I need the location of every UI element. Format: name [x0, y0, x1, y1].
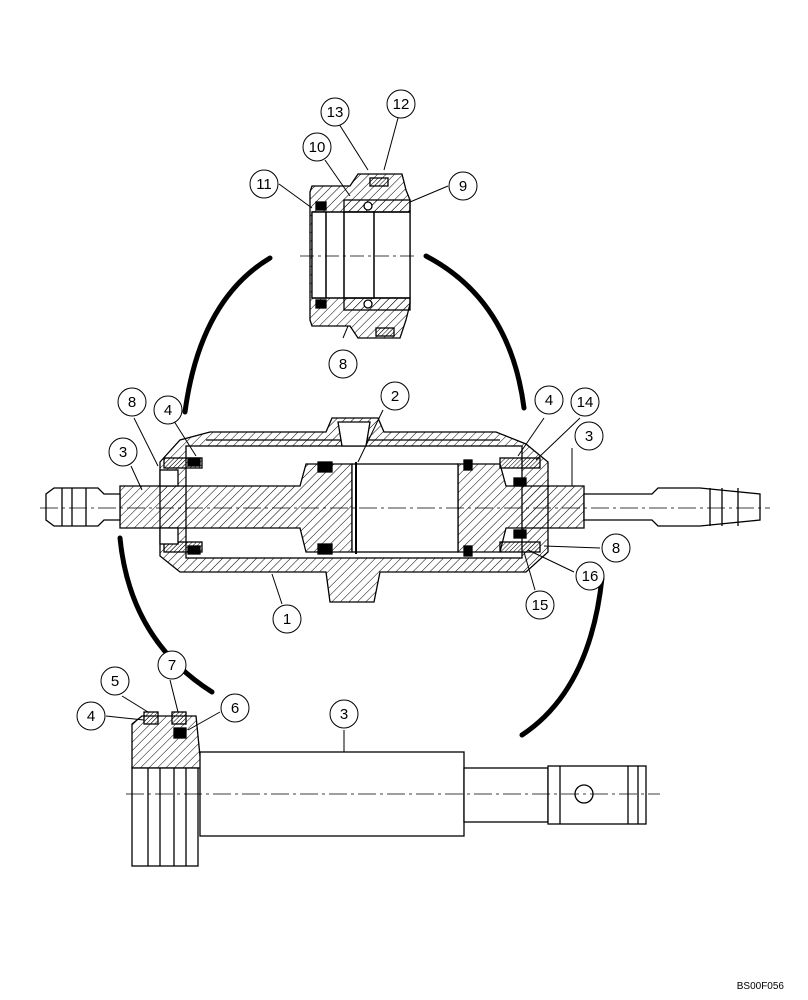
callout-4-right: 4: [534, 385, 564, 415]
svg-text:12: 12: [393, 96, 410, 113]
callouts: 13 12 10 11 9 8 8 4 2 4 14 3 3 8 16 15 1…: [76, 89, 631, 731]
race-bottom: [343, 297, 411, 311]
callout-2: 2: [380, 381, 410, 411]
callout-12: 12: [386, 89, 416, 119]
main-assembly: [40, 417, 770, 603]
callout-3-left: 3: [108, 437, 138, 467]
callout-10: 10: [302, 132, 332, 162]
bearing-left: [311, 211, 327, 299]
callout-13: 13: [320, 97, 350, 127]
svg-text:15: 15: [532, 597, 549, 614]
callout-11: 11: [249, 169, 279, 199]
leader-lines: [105, 117, 601, 752]
svg-text:8: 8: [128, 394, 136, 411]
seal-ring-top: [369, 177, 389, 187]
seal-bottom-left: [315, 299, 327, 309]
arc-top-right: [423, 253, 527, 411]
connecting-arcs: [117, 253, 605, 738]
callout-16: 16: [575, 561, 605, 591]
callout-15: 15: [525, 590, 555, 620]
race-top: [343, 199, 411, 213]
svg-text:4: 4: [87, 708, 95, 725]
callout-14: 14: [570, 387, 600, 417]
svg-text:8: 8: [339, 356, 347, 373]
svg-text:4: 4: [545, 392, 553, 409]
svg-text:11: 11: [256, 176, 272, 193]
callout-6: 6: [220, 693, 250, 723]
seal-ring-bottom: [375, 327, 395, 337]
top-detail-wheel-section: [300, 173, 416, 339]
svg-text:16: 16: [582, 568, 599, 585]
bearing-middle: [343, 211, 375, 299]
callout-8-top: 8: [328, 349, 358, 379]
shaft-neck: [463, 767, 549, 823]
svg-text:3: 3: [585, 428, 593, 445]
arc-top-left: [182, 255, 273, 415]
bottom-detail-shaft: [126, 711, 660, 867]
svg-text:4: 4: [164, 402, 172, 419]
callout-3-right: 3: [574, 421, 604, 451]
callout-7: 7: [157, 650, 187, 680]
callout-4-left: 4: [153, 395, 183, 425]
arc-bottom-right: [519, 575, 605, 738]
fill-port: [337, 421, 371, 447]
shaft-tip: [547, 765, 647, 825]
svg-text:3: 3: [340, 706, 348, 723]
svg-text:13: 13: [327, 104, 344, 121]
svg-text:7: 7: [168, 657, 176, 674]
shaft-flange-lower: [131, 767, 199, 867]
callout-9: 9: [448, 171, 478, 201]
seal-top-left: [315, 201, 327, 211]
callout-8-left: 8: [117, 387, 147, 417]
svg-text:2: 2: [391, 388, 399, 405]
svg-text:3: 3: [119, 444, 127, 461]
svg-text:6: 6: [231, 700, 239, 717]
svg-text:8: 8: [612, 540, 620, 557]
callout-1: 1: [272, 604, 302, 634]
callout-8-right: 8: [601, 533, 631, 563]
arc-bottom-left: [117, 535, 215, 695]
drawing-code: BS00F056: [736, 981, 784, 992]
svg-text:9: 9: [459, 178, 467, 195]
callout-4-bottom: 4: [76, 701, 106, 731]
svg-text:14: 14: [577, 394, 594, 411]
shaft-right-end: [583, 487, 761, 527]
svg-text:5: 5: [111, 673, 119, 690]
shaft-left-end: [45, 487, 121, 527]
svg-text:1: 1: [283, 611, 291, 628]
callout-3-bottom: 3: [329, 699, 359, 729]
svg-text:10: 10: [309, 139, 326, 156]
callout-5: 5: [100, 666, 130, 696]
